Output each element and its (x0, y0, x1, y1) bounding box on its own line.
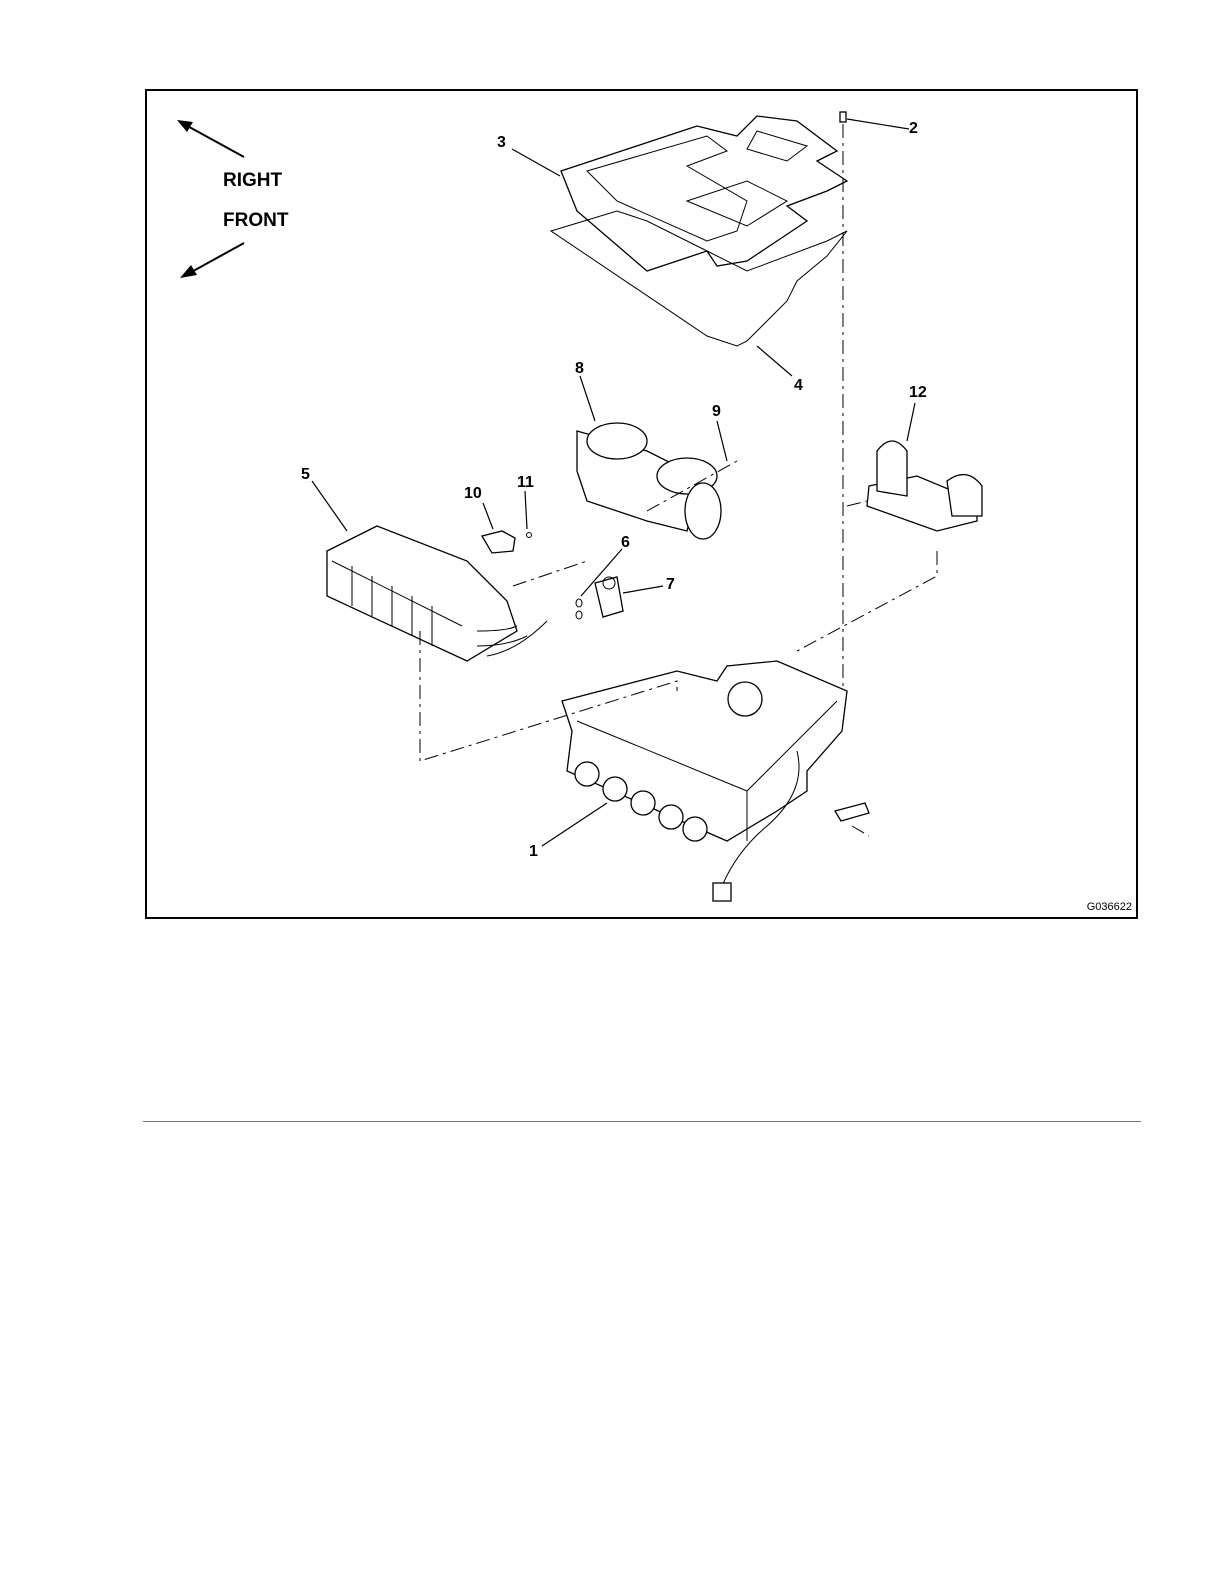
arrow-up-left-icon (177, 120, 244, 157)
callout-3: 3 (497, 135, 506, 151)
bracket-part (482, 531, 532, 553)
blower-part (577, 423, 721, 539)
callout-10: 10 (464, 486, 482, 502)
exploded-parts-drawing (147, 91, 1136, 917)
screw-part (840, 112, 846, 122)
expansion-valve-part (576, 577, 623, 619)
section-divider (143, 1121, 1141, 1122)
callout-6: 6 (621, 535, 630, 551)
callout-12: 12 (909, 385, 927, 401)
callout-8: 8 (575, 361, 584, 377)
direction-label-right: RIGHT (223, 171, 282, 190)
figure-code: G036622 (1087, 901, 1132, 913)
callout-2: 2 (909, 121, 918, 137)
arrow-down-left-icon (180, 243, 244, 278)
callout-5: 5 (301, 467, 310, 483)
rear-blower-part (867, 441, 982, 531)
callout-4: 4 (794, 378, 803, 394)
top-cover-part (561, 116, 847, 271)
direction-label-front: FRONT (223, 211, 288, 230)
callout-11: 11 (517, 475, 534, 491)
callout-9: 9 (712, 404, 721, 420)
exploded-view-figure: RIGHT FRONT 1 2 3 4 5 6 7 8 9 10 11 12 G… (145, 89, 1138, 919)
callout-7: 7 (666, 577, 675, 593)
housing-part (562, 661, 869, 901)
callout-1: 1 (529, 844, 538, 860)
